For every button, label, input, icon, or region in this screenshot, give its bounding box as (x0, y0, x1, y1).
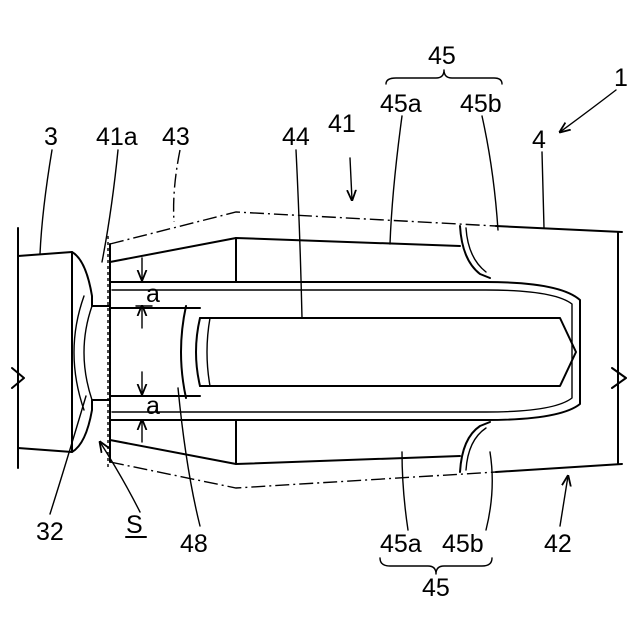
shaft-48 (181, 306, 576, 398)
brace-45-top (386, 70, 502, 84)
label-a-bottom: a (146, 392, 160, 420)
label-48: 48 (180, 530, 208, 558)
label-45-bottom: 45 (422, 574, 450, 602)
label-3: 3 (44, 123, 58, 151)
label-45a-top: 45a (380, 90, 422, 118)
member-4 (110, 212, 626, 488)
label-45a-bottom: 45a (380, 530, 422, 558)
label-44: 44 (282, 123, 310, 151)
leader-lines (40, 90, 616, 530)
label-4: 4 (532, 126, 546, 154)
label-42: 42 (544, 530, 572, 558)
label-41a: 41a (96, 123, 138, 151)
label-s: S (126, 511, 143, 539)
brace-45-bottom (380, 558, 492, 574)
label-45b-top: 45b (460, 90, 502, 118)
label-32: 32 (36, 518, 64, 546)
label-45-top: 45 (428, 42, 456, 70)
label-41: 41 (328, 110, 356, 138)
label-a-top: a (146, 280, 160, 308)
label-1: 1 (614, 64, 628, 92)
member-3 (12, 228, 110, 468)
label-43: 43 (162, 123, 190, 151)
label-45b-bottom: 45b (442, 530, 484, 558)
